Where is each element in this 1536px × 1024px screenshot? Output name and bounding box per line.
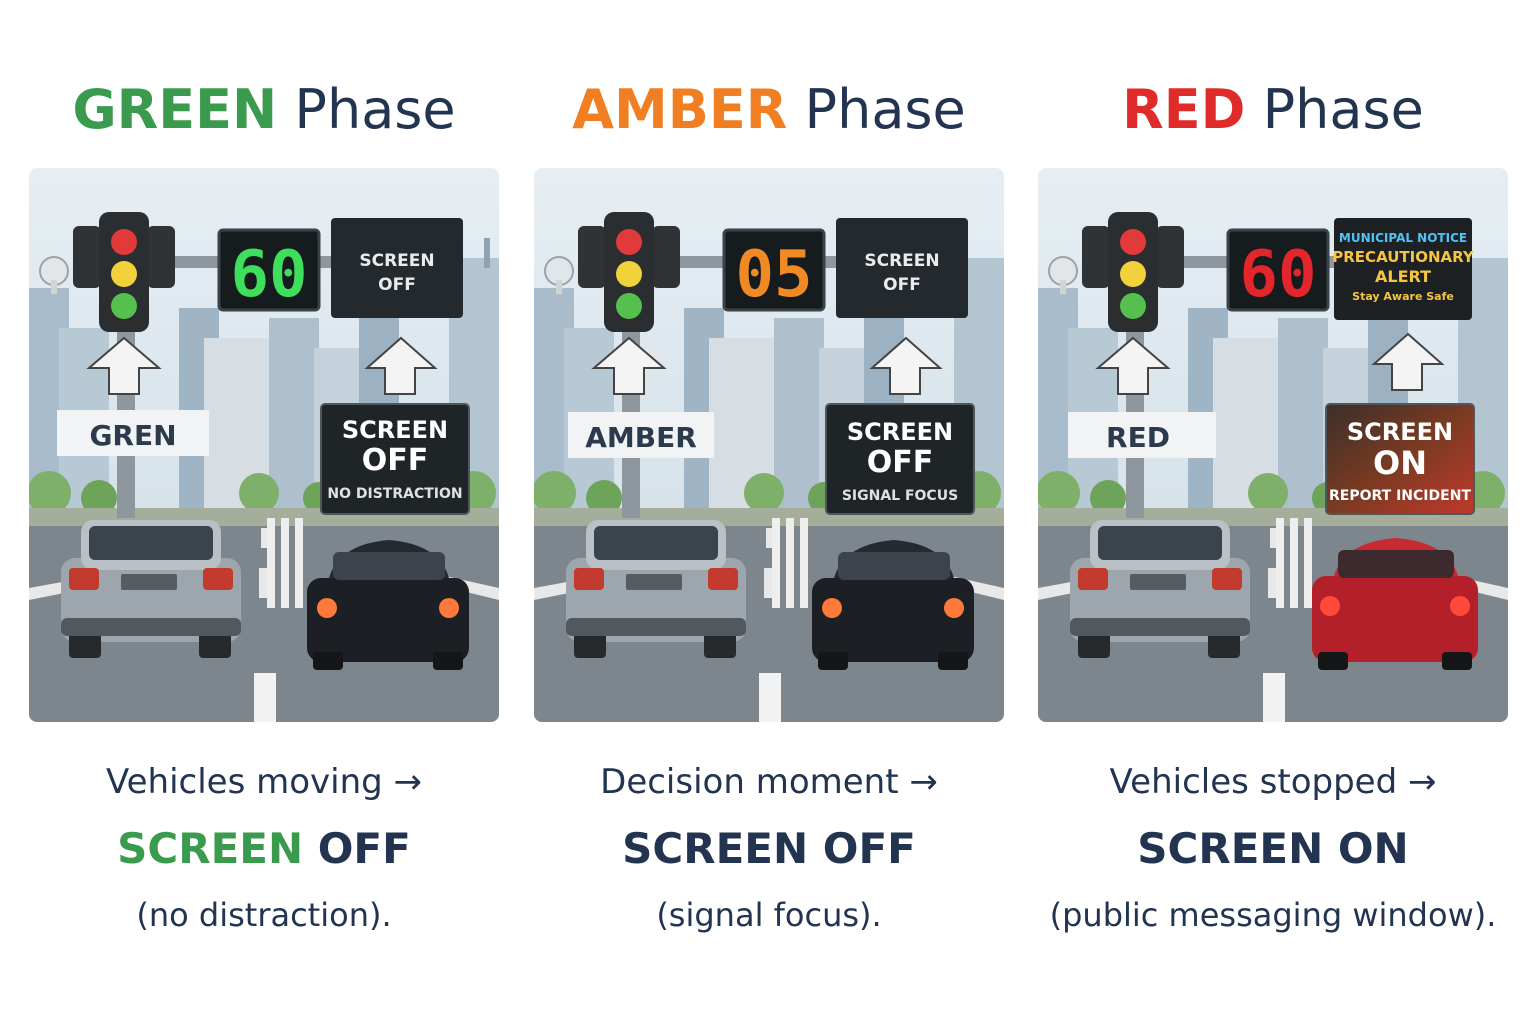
- bottom-sign-line3: REPORT INCIDENT: [1329, 488, 1471, 504]
- caption-state-word: OFF: [303, 824, 411, 873]
- phase-title-rest: Phase: [1245, 78, 1424, 141]
- bottom-sign-line2: OFF: [362, 443, 429, 478]
- bottom-sign-line1: SCREEN: [847, 418, 953, 446]
- up-arrow-icon: [86, 336, 162, 395]
- caption-screen-state: SCREEN OFF: [534, 824, 1004, 873]
- top-sign-line1: SCREEN: [864, 251, 939, 271]
- timer-display: 60: [230, 238, 307, 312]
- caption-condition: Vehicles moving →: [105, 762, 423, 802]
- caption-screen-word: SCREEN ON: [1137, 824, 1409, 873]
- phase-title-amber: AMBER Phase: [534, 78, 1004, 141]
- bottom-sign-line1: SCREEN: [342, 416, 448, 444]
- up-arrow-icon: [1371, 332, 1445, 391]
- phase-title-highlight: GREEN: [72, 78, 278, 141]
- car-right: [1312, 538, 1478, 670]
- bottom-sign-line2: OFF: [867, 445, 934, 480]
- up-arrow-icon: [364, 336, 438, 395]
- phase-title-rest: Phase: [787, 78, 966, 141]
- scene-green: 60 SCREEN OFF GREN SCREEN OFF NO DISTRAC…: [29, 168, 499, 722]
- top-sign-line3: ALERT: [1375, 267, 1431, 286]
- car-right: [812, 540, 974, 670]
- caption-screen-state: SCREEN OFF: [29, 824, 499, 873]
- caption-condition: Vehicles stopped →: [1109, 762, 1437, 802]
- scene-red: 60 MUNICIPAL NOTICE PRECAUTIONARY ALERT …: [1038, 168, 1508, 722]
- up-arrow-icon: [591, 336, 667, 395]
- up-arrow-icon: [869, 336, 943, 395]
- top-sign-line2: PRECAUTIONARY: [1332, 248, 1475, 266]
- car-left: [1070, 520, 1250, 658]
- bottom-sign-line2: ON: [1373, 444, 1427, 482]
- phase-title-green: GREEN Phase: [29, 78, 499, 141]
- car-left: [61, 520, 241, 658]
- up-arrow-icon: [1095, 336, 1171, 395]
- lane-label: RED: [1106, 421, 1170, 454]
- timer-display: 05: [735, 238, 812, 312]
- caption-reason: (signal focus).: [656, 896, 882, 934]
- phase-title-highlight: RED: [1122, 78, 1246, 141]
- car-right: [307, 540, 469, 670]
- bottom-sign-line3: NO DISTRACTION: [327, 486, 462, 502]
- bottom-sign-line3: SIGNAL FOCUS: [842, 488, 958, 504]
- caption-condition: Decision moment →: [600, 762, 938, 802]
- top-sign-line4: Stay Aware Safe: [1352, 290, 1454, 303]
- phase-title-red: RED Phase: [1038, 78, 1508, 141]
- scene-amber: 05 SCREEN OFF AMBER SCREEN OFF SIGNAL FO…: [534, 168, 1004, 722]
- phase-title-rest: Phase: [277, 78, 456, 141]
- top-sign-line2: OFF: [378, 275, 416, 295]
- caption-reason: (public messaging window).: [1049, 896, 1497, 934]
- car-left: [566, 520, 746, 658]
- caption-screen-word: SCREEN OFF: [622, 824, 916, 873]
- lane-label: AMBER: [585, 421, 697, 454]
- top-sign-line1: SCREEN: [359, 251, 434, 271]
- timer-display: 60: [1239, 238, 1316, 312]
- caption-screen-word: SCREEN: [117, 824, 304, 873]
- caption-reason: (no distraction).: [136, 896, 392, 934]
- panel-red: RED Phase: [1038, 0, 1508, 1024]
- caption-screen-state: SCREEN ON: [1038, 824, 1508, 873]
- bottom-sign-line1: SCREEN: [1347, 418, 1453, 446]
- top-sign-line1: MUNICIPAL NOTICE: [1339, 231, 1467, 245]
- phase-title-highlight: AMBER: [572, 78, 788, 141]
- lane-label: GREN: [89, 419, 176, 452]
- top-sign-line2: OFF: [883, 275, 921, 295]
- panel-amber: AMBER Phase: [534, 0, 1004, 1024]
- panel-green: GREEN Phase: [29, 0, 499, 1024]
